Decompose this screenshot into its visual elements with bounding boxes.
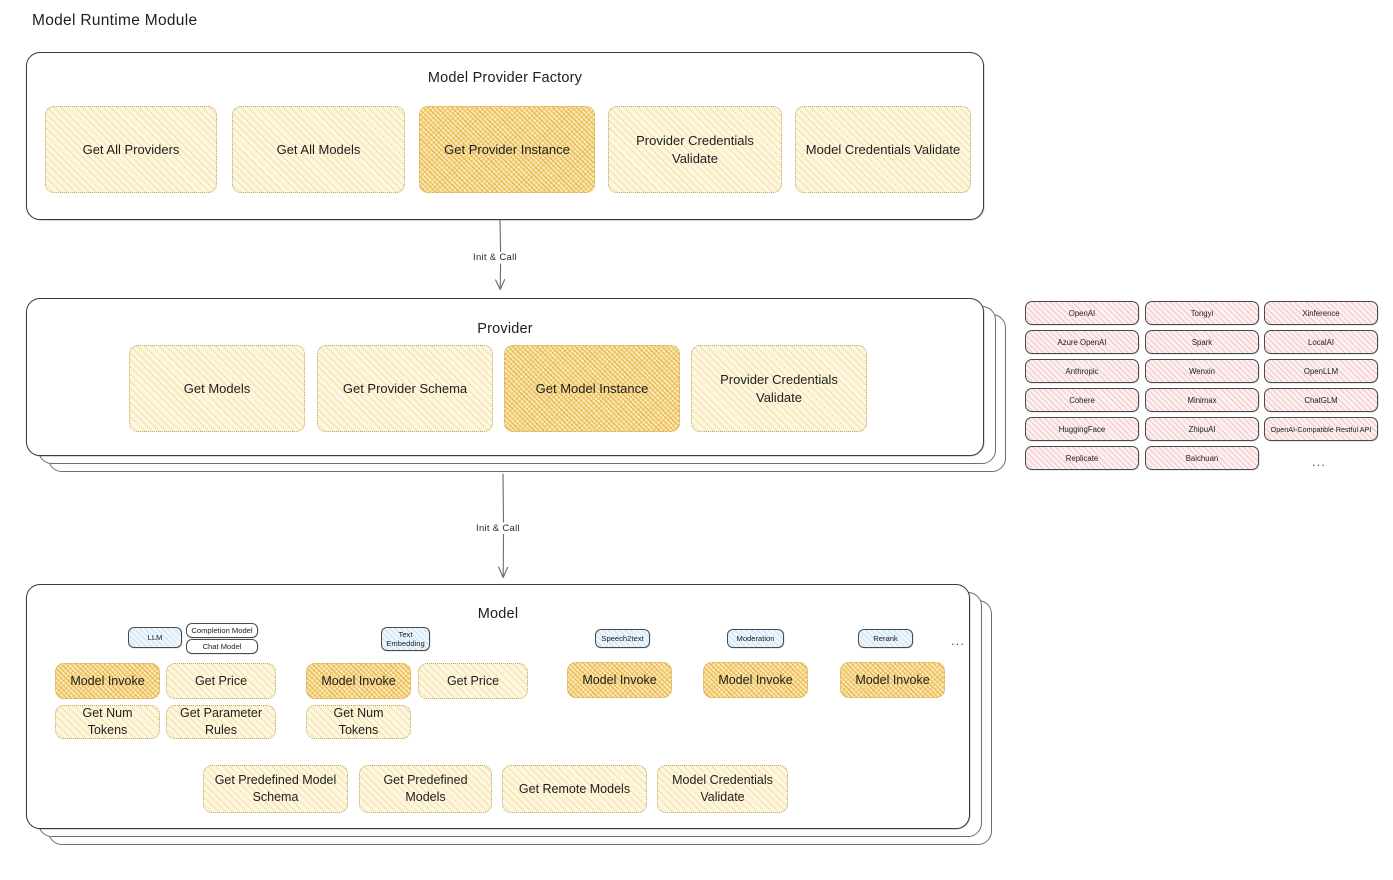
model-text-embedding-node-model-invoke[interactable]: Model Invoke: [306, 663, 411, 699]
model-type-badge-speech2text[interactable]: Speech2text: [595, 629, 650, 648]
factory-node-provider-credentials-validate[interactable]: Provider Credentials Validate: [608, 106, 782, 193]
provider-chip-openai-compatible-restful-api[interactable]: OpenAI-Compatible Restful API: [1264, 417, 1378, 441]
model-types-ellipsis: ...: [951, 633, 965, 648]
provider-node-get-model-instance[interactable]: Get Model Instance: [504, 345, 680, 432]
provider-chip-openllm[interactable]: OpenLLM: [1264, 359, 1378, 383]
provider-node-provider-credentials-validate[interactable]: Provider Credentials Validate: [691, 345, 867, 432]
provider-chip-xinference[interactable]: Xinference: [1264, 301, 1378, 325]
model-type-badge-moderation[interactable]: Moderation: [727, 629, 784, 648]
provider-chip-zhipuai[interactable]: ZhipuAI: [1145, 417, 1259, 441]
model-llm-node-get-parameter-rules[interactable]: Get Parameter Rules: [166, 705, 276, 739]
model-provider-factory-title: Model Provider Factory: [427, 70, 583, 86]
provider-chip-anthropic[interactable]: Anthropic: [1025, 359, 1139, 383]
arrow-factory-to-provider: [495, 219, 506, 291]
factory-node-get-all-models[interactable]: Get All Models: [232, 106, 405, 193]
model-type-subbadge-chat-model[interactable]: Chat Model: [186, 639, 258, 654]
provider-chip-spark[interactable]: Spark: [1145, 330, 1259, 354]
arrow-label-init-and-call-1: Init & Call: [470, 252, 520, 263]
provider-chip-openai[interactable]: OpenAI: [1025, 301, 1139, 325]
provider-chip-replicate[interactable]: Replicate: [1025, 446, 1139, 470]
provider-chip-chatglm[interactable]: ChatGLM: [1264, 388, 1378, 412]
model-type-badge-text-embedding[interactable]: Text Embedding: [381, 627, 430, 651]
model-shared-node-get-predefined-model-schema[interactable]: Get Predefined Model Schema: [203, 765, 348, 813]
arrow-provider-to-model: [498, 473, 509, 579]
model-llm-node-model-invoke[interactable]: Model Invoke: [55, 663, 160, 699]
model-llm-node-get-num-tokens[interactable]: Get Num Tokens: [55, 705, 160, 739]
provider-chip-azure-openai[interactable]: Azure OpenAI: [1025, 330, 1139, 354]
model-llm-node-get-price[interactable]: Get Price: [166, 663, 276, 699]
factory-node-get-provider-instance[interactable]: Get Provider Instance: [419, 106, 595, 193]
provider-chip-cohere[interactable]: Cohere: [1025, 388, 1139, 412]
model-rerank-node-model-invoke[interactable]: Model Invoke: [840, 662, 945, 698]
provider-chip-wenxin[interactable]: Wenxin: [1145, 359, 1259, 383]
model-shared-node-get-predefined-models[interactable]: Get Predefined Models: [359, 765, 492, 813]
provider-chip-minimax[interactable]: Minimax: [1145, 388, 1259, 412]
model-speech2text-node-model-invoke[interactable]: Model Invoke: [567, 662, 672, 698]
provider-chip-tongyi[interactable]: Tongyi: [1145, 301, 1259, 325]
model-shared-node-model-credentials-validate[interactable]: Model Credentials Validate: [657, 765, 788, 813]
model-text-embedding-node-get-num-tokens[interactable]: Get Num Tokens: [306, 705, 411, 739]
provider-panel-title: Provider: [477, 321, 533, 337]
model-panel: Model: [26, 584, 970, 829]
model-type-badge-rerank[interactable]: Rerank: [858, 629, 913, 648]
model-moderation-node-model-invoke[interactable]: Model Invoke: [703, 662, 808, 698]
provider-chip-baichuan[interactable]: Baichuan: [1145, 446, 1259, 470]
provider-node-get-models[interactable]: Get Models: [129, 345, 305, 432]
model-text-embedding-node-get-price[interactable]: Get Price: [418, 663, 528, 699]
provider-node-get-provider-schema[interactable]: Get Provider Schema: [317, 345, 493, 432]
model-type-badge-llm[interactable]: LLM: [128, 627, 182, 648]
provider-chip-localai[interactable]: LocalAI: [1264, 330, 1378, 354]
factory-node-model-credentials-validate[interactable]: Model Credentials Validate: [795, 106, 971, 193]
provider-list-ellipsis: ...: [1312, 454, 1326, 469]
arrow-label-init-and-call-2: Init & Call: [473, 523, 523, 534]
page-title: Model Runtime Module: [32, 12, 198, 29]
model-panel-title: Model: [477, 606, 519, 622]
model-shared-node-get-remote-models[interactable]: Get Remote Models: [502, 765, 647, 813]
provider-chip-huggingface[interactable]: HuggingFace: [1025, 417, 1139, 441]
factory-node-get-all-providers[interactable]: Get All Providers: [45, 106, 217, 193]
model-type-subbadge-completion-model[interactable]: Completion Model: [186, 623, 258, 638]
